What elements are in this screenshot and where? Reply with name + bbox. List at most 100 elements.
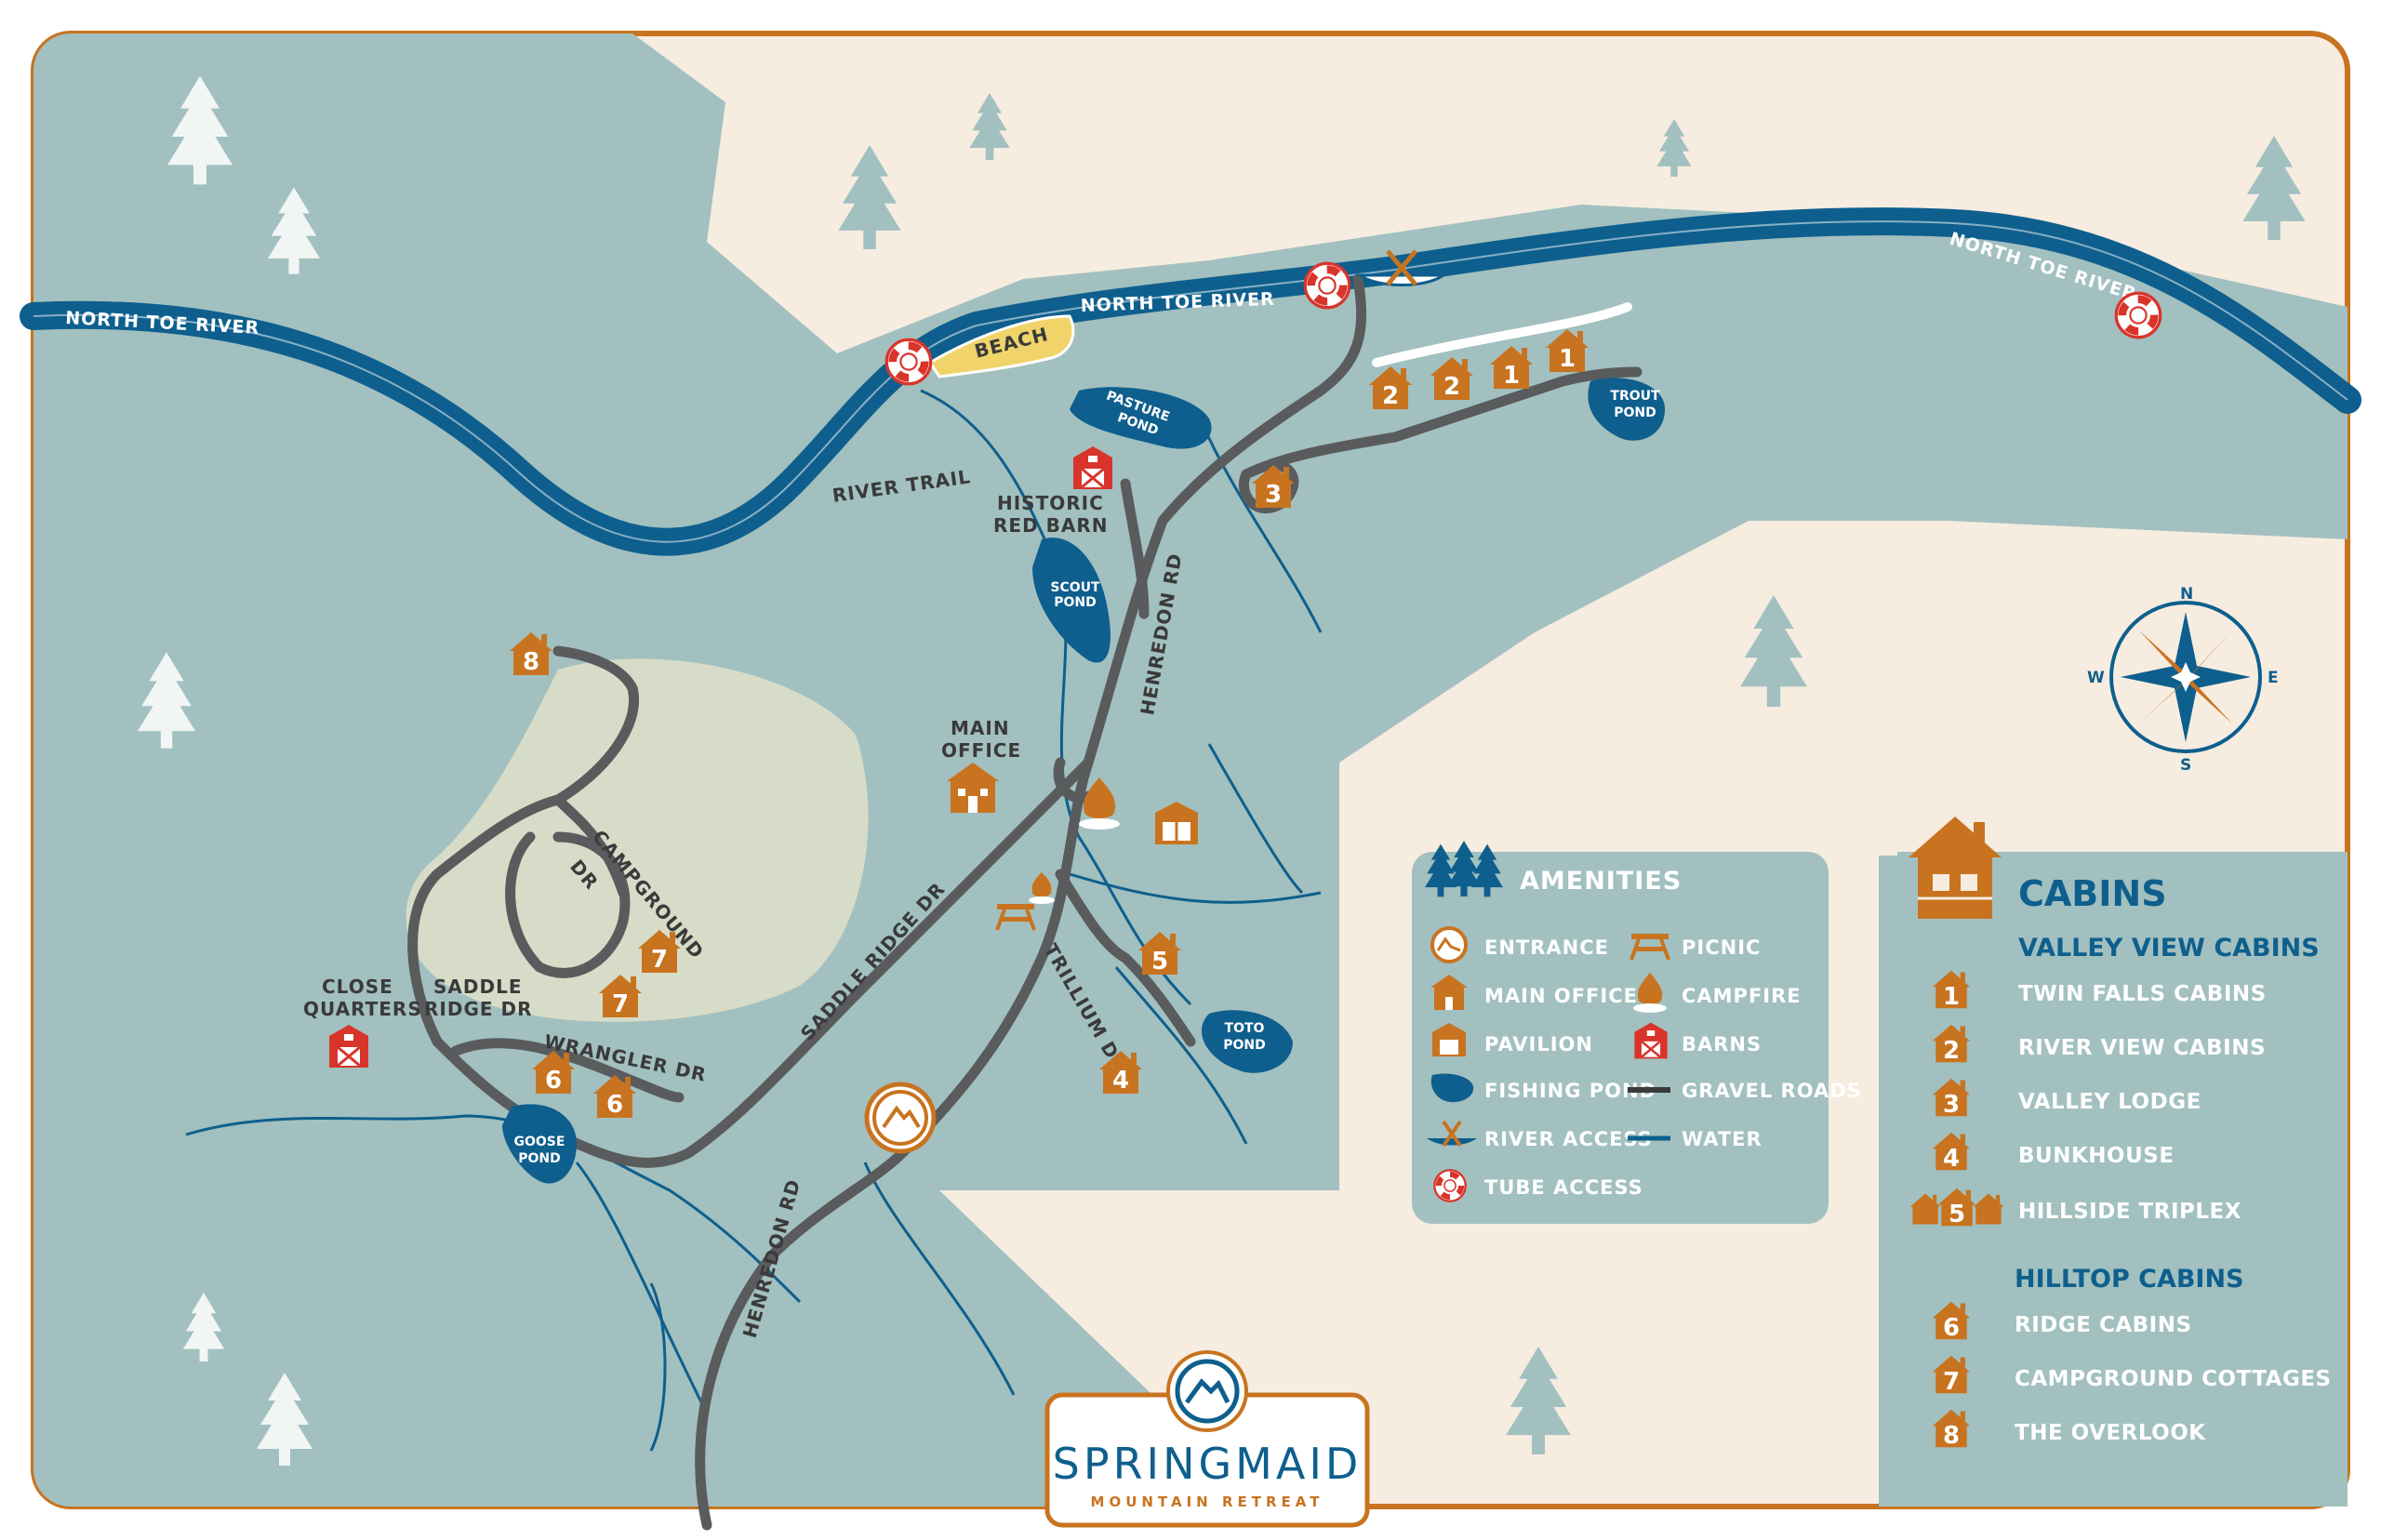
compass-n: N bbox=[2180, 585, 2193, 604]
amenities-legend: AMENITIES ENTRANCE MAIN OFFICE PAVILION … bbox=[1412, 841, 1862, 1224]
cabin-label: TWIN FALLS CABINS bbox=[2018, 982, 2267, 1006]
cabin-marker[interactable]: 2 bbox=[1430, 357, 1473, 401]
compass-e: E bbox=[2268, 669, 2279, 687]
cabin-marker[interactable]: 1 bbox=[1546, 329, 1589, 373]
svg-text:8: 8 bbox=[523, 648, 539, 676]
cabin-label: VALLEY LODGE bbox=[2018, 1090, 2201, 1114]
cabins-title: CABINS bbox=[2018, 873, 2167, 914]
stream-line bbox=[920, 389, 1192, 1006]
historic-barn-label: RED BARN bbox=[993, 514, 1109, 537]
cabin-road bbox=[1241, 366, 1643, 480]
cabin-marker[interactable]: 7 bbox=[599, 975, 642, 1018]
compass-w: W bbox=[2087, 669, 2105, 687]
logo-name: SPRINGMAID bbox=[1053, 1439, 1363, 1489]
cabin-marker[interactable]: 3 bbox=[1252, 465, 1295, 509]
amenity-label: GRAVEL ROADS bbox=[1682, 1080, 1862, 1102]
tube-icon bbox=[886, 339, 931, 384]
pond-label: TROUT bbox=[1610, 389, 1660, 404]
amenity-label: MAIN OFFICE bbox=[1484, 985, 1638, 1007]
cabin-marker[interactable]: 7 bbox=[638, 930, 681, 974]
cabin-label: CAMPGROUND COTTAGES bbox=[2015, 1367, 2332, 1391]
svg-text:5: 5 bbox=[1151, 948, 1168, 976]
svg-text:8: 8 bbox=[1943, 1422, 1960, 1450]
pond-label: SCOUT bbox=[1050, 580, 1100, 595]
canoe-icon bbox=[1355, 249, 1448, 286]
amenity-label: WATER bbox=[1682, 1128, 1762, 1150]
campground-inner-loop bbox=[505, 831, 631, 978]
cabin-marker: 6 bbox=[1932, 1301, 1971, 1342]
stream-line bbox=[863, 1162, 1016, 1396]
cabin-logo-icon bbox=[1909, 816, 2002, 919]
cabin-marker[interactable]: 1 bbox=[1490, 346, 1533, 390]
pond-label: POND bbox=[518, 1151, 561, 1166]
cabin-marker: 8 bbox=[1932, 1409, 1971, 1450]
cabin-marker[interactable]: 2 bbox=[1369, 366, 1412, 410]
amenity-label: RIVER ACCESS bbox=[1484, 1128, 1653, 1150]
cabin-label: RIDGE CABINS bbox=[2015, 1313, 2192, 1337]
cabin-label: RIVER VIEW CABINS bbox=[2018, 1036, 2266, 1060]
svg-text:3: 3 bbox=[1943, 1091, 1960, 1119]
svg-text:7: 7 bbox=[1943, 1368, 1960, 1396]
historic-barn-label: HISTORIC bbox=[997, 492, 1104, 514]
pavilion-icon bbox=[1155, 802, 1198, 844]
cabin-marker: 4 bbox=[1932, 1132, 1971, 1173]
springmaid-logo: SPRINGMAID MOUNTAIN RETREAT bbox=[1044, 1350, 1370, 1528]
cabin-marker: 3 bbox=[1932, 1078, 1971, 1119]
close-quarters-label: QUARTERS bbox=[303, 998, 422, 1020]
amenities-title: AMENITIES bbox=[1520, 867, 1682, 896]
office-icon bbox=[947, 763, 999, 813]
cabin-label: BUNKHOUSE bbox=[2018, 1144, 2175, 1168]
valley-title: VALLEY VIEW CABINS bbox=[2018, 934, 2320, 962]
amenity-label: ENTRANCE bbox=[1484, 936, 1609, 959]
svg-text:7: 7 bbox=[612, 990, 629, 1018]
amenity-label: PAVILION bbox=[1484, 1033, 1593, 1055]
canoe-icon bbox=[1427, 1120, 1477, 1148]
cabin-label: HILLSIDE TRIPLEX bbox=[2018, 1200, 2241, 1224]
cabin-marker: 2 bbox=[1932, 1024, 1971, 1065]
pond-label: GOOSE bbox=[514, 1135, 565, 1149]
toto-pond bbox=[1201, 1010, 1293, 1073]
pond-label: TOTO bbox=[1225, 1021, 1265, 1036]
close-quarters-label: CLOSE bbox=[322, 976, 393, 998]
hilltop-title: HILLTOP CABINS bbox=[2015, 1265, 2244, 1294]
stream-line bbox=[1207, 743, 1304, 895]
campfire-icon bbox=[1079, 777, 1120, 830]
amenity-label: BARNS bbox=[1682, 1033, 1762, 1055]
scout-pond bbox=[1032, 538, 1111, 663]
pavilion-icon bbox=[1432, 1023, 1466, 1056]
ponds bbox=[502, 378, 1665, 1184]
white-road bbox=[1372, 302, 1632, 367]
svg-text:4: 4 bbox=[1112, 1067, 1129, 1095]
stream-line bbox=[1114, 966, 1248, 1145]
svg-text:1: 1 bbox=[1559, 345, 1576, 373]
cabin-marker[interactable]: 6 bbox=[532, 1051, 575, 1095]
svg-text:1: 1 bbox=[1943, 983, 1960, 1011]
pond-icon bbox=[1430, 1073, 1474, 1103]
svg-text:3: 3 bbox=[1265, 481, 1282, 509]
cabin-marker[interactable]: 4 bbox=[1099, 1051, 1142, 1095]
pond-label: POND bbox=[1614, 405, 1656, 420]
goose-pond bbox=[502, 1104, 577, 1184]
logo-subtitle: MOUNTAIN RETREAT bbox=[1091, 1494, 1324, 1510]
main-office-label: MAIN bbox=[951, 717, 1010, 739]
campfire-icon bbox=[1029, 872, 1055, 904]
pasture-pond bbox=[1070, 387, 1212, 449]
compass-rose: N S E W bbox=[2087, 585, 2279, 775]
svg-text:6: 6 bbox=[606, 1091, 623, 1119]
cabin-marker[interactable]: 8 bbox=[510, 632, 552, 676]
svg-text:2: 2 bbox=[1443, 373, 1460, 401]
cabins-legend: CABINS VALLEY VIEW CABINS 1 TWIN FALLS C… bbox=[1897, 816, 2348, 1507]
stream-line bbox=[1069, 872, 1322, 904]
amenity-label: PICNIC bbox=[1682, 936, 1761, 959]
tube-icon bbox=[2116, 293, 2161, 338]
svg-text:2: 2 bbox=[1382, 382, 1399, 410]
cabin-marker[interactable]: 6 bbox=[593, 1075, 636, 1119]
campfire-icon bbox=[1633, 973, 1667, 1013]
cabin-marker: 7 bbox=[1932, 1355, 1971, 1396]
entrance-icon[interactable] bbox=[864, 1082, 937, 1154]
saddle-ridge-label: RIDGE DR bbox=[424, 998, 533, 1020]
saddle-ridge-label: SADDLE bbox=[433, 976, 523, 998]
trout-pond bbox=[1588, 378, 1665, 441]
cabin-marker[interactable]: 5 bbox=[1138, 932, 1181, 976]
